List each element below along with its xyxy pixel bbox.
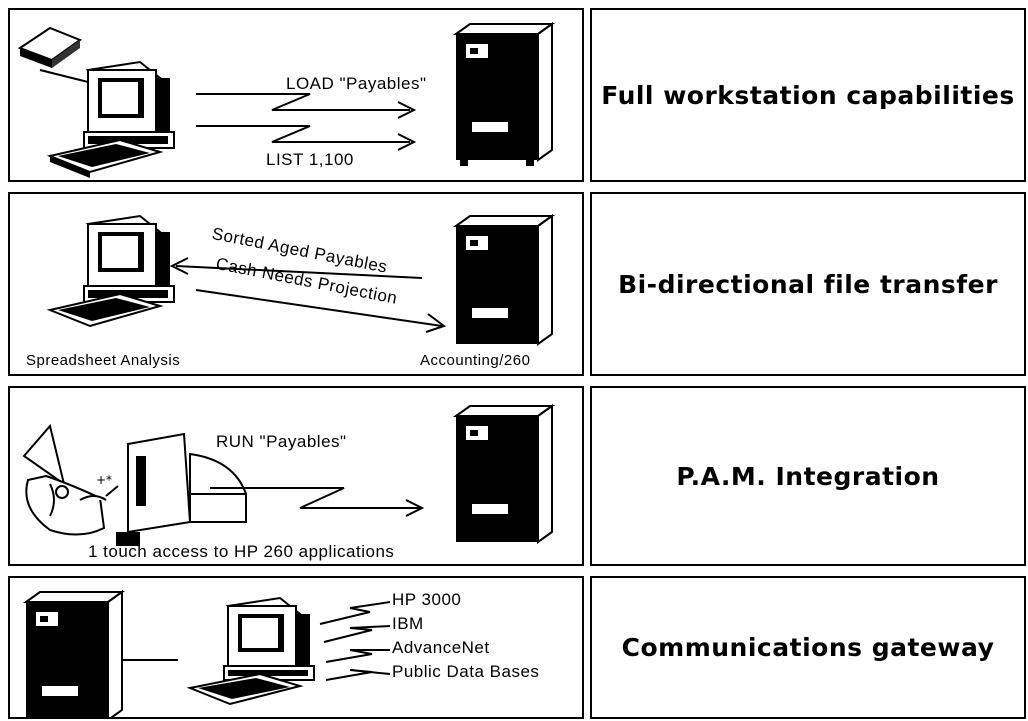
caption-panel-2: Bi-directional file transfer bbox=[590, 192, 1026, 376]
advancenet-label: AdvanceNet bbox=[392, 638, 490, 657]
caption-communications-gateway: Communications gateway bbox=[621, 633, 995, 662]
row3-artwork: +* bbox=[22, 404, 556, 546]
server-tower-icon bbox=[452, 214, 556, 346]
row2-artwork bbox=[46, 214, 556, 346]
spreadsheet-analysis-label: Spreadsheet Analysis bbox=[26, 352, 181, 369]
panel-full-workstation-diagram: LOAD "Payables" LIST 1,100 bbox=[8, 8, 584, 182]
panel-gateway-diagram: HP 3000 IBM AdvanceNet Public Data Bases bbox=[8, 576, 584, 719]
workstation-icon bbox=[46, 60, 175, 178]
one-touch-access-label: 1 touch access to HP 260 applications bbox=[88, 542, 395, 561]
caption-full-workstation: Full workstation capabilities bbox=[601, 80, 1015, 110]
caption-file-transfer: Bi-directional file transfer bbox=[618, 269, 998, 299]
lightning-arrow-icon bbox=[319, 601, 391, 681]
ibm-label: IBM bbox=[392, 614, 424, 633]
panel-pam-diagram: +* RUN "Payables" 1 touch access to HP 2… bbox=[8, 386, 584, 566]
row4-artwork bbox=[22, 590, 391, 717]
server-tower-icon bbox=[452, 22, 556, 166]
lightning-arrow-icon bbox=[169, 257, 447, 333]
list-label: LIST 1,100 bbox=[266, 150, 354, 169]
wizard-icon: +* bbox=[22, 423, 119, 536]
row1-artwork bbox=[17, 22, 556, 178]
server-tower-icon bbox=[452, 404, 556, 544]
hp3000-label: HP 3000 bbox=[392, 590, 462, 609]
load-payables-label: LOAD "Payables" bbox=[286, 74, 427, 93]
accounting-label: Accounting/260 bbox=[420, 352, 531, 369]
lightning-arrow-icon bbox=[210, 487, 425, 517]
public-data-bases-label: Public Data Bases bbox=[392, 662, 540, 681]
caption-pam-integration: P.A.M. Integration bbox=[676, 461, 940, 491]
caption-panel-1: Full workstation capabilities bbox=[590, 8, 1026, 182]
run-payables-label: RUN "Payables" bbox=[216, 432, 347, 451]
caption-panel-4: Communications gateway bbox=[590, 576, 1026, 719]
workstation-icon bbox=[186, 596, 315, 706]
printer-icon bbox=[17, 26, 89, 83]
lightning-arrow-icon bbox=[196, 93, 417, 151]
caption-panel-3: P.A.M. Integration bbox=[590, 386, 1026, 566]
server-tower-icon bbox=[22, 590, 126, 717]
svg-text:+*: +* bbox=[96, 473, 112, 487]
panel-file-transfer-diagram: Sorted Aged Payables Cash Needs Projecti… bbox=[8, 192, 584, 376]
workstation-icon bbox=[46, 214, 175, 328]
